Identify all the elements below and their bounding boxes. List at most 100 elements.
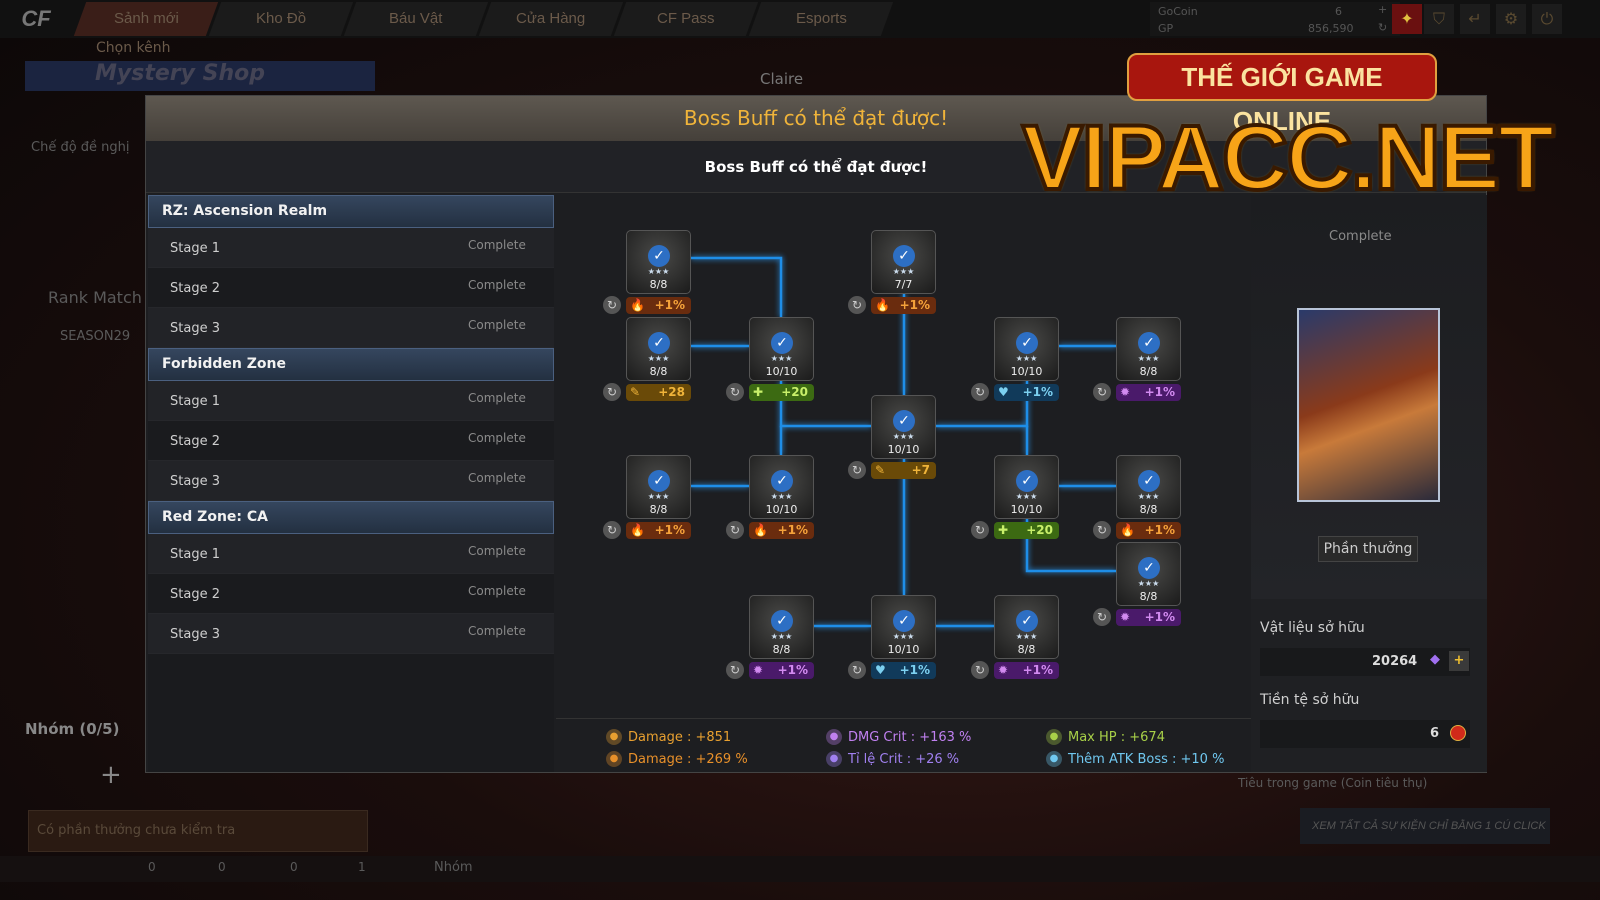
boss-node[interactable]: ✓★★★8/8 [626, 230, 691, 294]
vipacc-watermark: THẾ GIỚI GAME ONLINE VIPACC.NET [1020, 45, 1556, 220]
crit-rate-icon: ● [826, 751, 842, 767]
buff-value: +1% [1144, 523, 1175, 537]
reroll-icon[interactable]: ↻ [603, 521, 621, 539]
boss-node[interactable]: ✓★★★8/8 [749, 595, 814, 659]
reroll-icon[interactable]: ↻ [1093, 383, 1111, 401]
chat-count: 0 [290, 860, 298, 874]
boss-node[interactable]: ✓★★★8/8 [626, 317, 691, 381]
fire-icon: ● [606, 751, 622, 767]
refresh-gp-icon[interactable]: ↻ [1378, 21, 1388, 34]
nav-tab-1[interactable]: Kho Đồ [208, 2, 354, 36]
reroll-icon[interactable]: ↻ [603, 383, 621, 401]
boss-node[interactable]: ✓★★★10/10 [749, 317, 814, 381]
reroll-icon[interactable]: ↻ [1093, 608, 1111, 626]
stage-name: Stage 3 [170, 627, 220, 642]
check-icon: ✓ [648, 470, 670, 492]
node-progress: 8/8 [772, 643, 791, 656]
reward-character-card[interactable] [1297, 308, 1440, 502]
rank-emblem-icon[interactable]: ✦ [1392, 4, 1422, 34]
recommended-mode[interactable]: Chế độ đề nghị [31, 140, 130, 155]
reroll-icon[interactable]: ↻ [848, 296, 866, 314]
add-gocoin-icon[interactable]: + [1378, 3, 1388, 16]
star-rating: ★★★ [892, 432, 915, 441]
fire-icon: 🔥 [753, 523, 768, 537]
boss-node[interactable]: ✓★★★10/10 [871, 595, 936, 659]
hp-icon: ✚ [998, 523, 1009, 537]
star-rating: ★★★ [1015, 354, 1038, 363]
settings-gear-icon[interactable]: ⚙ [1496, 4, 1526, 34]
boss-node[interactable]: ✓★★★10/10 [994, 317, 1059, 381]
add-material-button[interactable]: + [1449, 651, 1469, 671]
boss-node[interactable]: ✓★★★7/7 [871, 230, 936, 294]
boss-node[interactable]: ✓★★★8/8 [994, 595, 1059, 659]
boss-node[interactable]: ✓★★★10/10 [749, 455, 814, 519]
stage-name: Stage 2 [170, 587, 220, 602]
coin-spend-label[interactable]: Tiêu trong game (Coin tiêu thụ) [1238, 776, 1428, 790]
reroll-icon[interactable]: ↻ [1093, 521, 1111, 539]
boss-node[interactable]: ✓★★★10/10 [994, 455, 1059, 519]
check-icon: ✓ [648, 245, 670, 267]
mystery-shop-banner[interactable]: Mystery Shop [25, 61, 375, 91]
nav-tab-2[interactable]: Báu Vật [343, 2, 489, 36]
buff-badge: ✹+1% [749, 662, 814, 679]
gun-icon: ✎ [875, 463, 886, 477]
reroll-icon[interactable]: ↻ [971, 383, 989, 401]
unclaimed-rewards-notice[interactable]: Có phần thưởng chưa kiểm tra [28, 810, 368, 852]
boss-node[interactable]: ✓★★★10/10 [871, 395, 936, 459]
node-progress: 7/7 [894, 278, 913, 291]
power-icon[interactable]: ⏻ [1532, 4, 1562, 34]
stat-line: ●Thêm ATK Boss : +10 % [1046, 751, 1224, 767]
boss-node[interactable]: ✓★★★8/8 [1116, 455, 1181, 519]
boss-node[interactable]: ✓★★★8/8 [1116, 542, 1181, 606]
reroll-icon[interactable]: ↻ [848, 461, 866, 479]
reroll-icon[interactable]: ↻ [726, 383, 744, 401]
zone-header[interactable]: RZ: Ascension Realm [148, 195, 554, 228]
buff-badge: ✚+20 [749, 384, 814, 401]
nav-tab-4[interactable]: CF Pass [613, 2, 759, 36]
reroll-icon[interactable]: ↻ [971, 661, 989, 679]
reroll-icon[interactable]: ↻ [603, 296, 621, 314]
boss-node[interactable]: ✓★★★8/8 [626, 455, 691, 519]
check-icon: ✓ [893, 410, 915, 432]
buff-value: +20 [781, 385, 808, 399]
crit-icon: ● [826, 729, 842, 745]
reroll-icon[interactable]: ↻ [726, 521, 744, 539]
return-icon[interactable]: ↵ [1460, 4, 1490, 34]
stat-text: Thêm ATK Boss : +10 % [1068, 751, 1225, 767]
reward-button[interactable]: Phần thưởng [1318, 536, 1418, 562]
clan-shield-icon[interactable]: ⛉ [1424, 4, 1454, 34]
boss-node[interactable]: ✓★★★8/8 [1116, 317, 1181, 381]
nav-tab-0[interactable]: Sảnh mới [73, 2, 219, 36]
star-rating: ★★★ [647, 492, 670, 501]
nav-tab-5[interactable]: Esports [748, 2, 894, 36]
party-button[interactable]: Nhóm [434, 860, 473, 875]
check-icon: ✓ [771, 470, 793, 492]
rank-match[interactable]: Rank Match [48, 288, 142, 307]
events-banner[interactable]: XEM TẤT CẢ SỰ KIỆN CHỈ BẰNG 1 CÚ CLICK [1300, 808, 1550, 844]
zone-header[interactable]: Forbidden Zone [148, 348, 554, 381]
zone-header[interactable]: Red Zone: CA [148, 501, 554, 534]
channel-select[interactable]: Chọn kênh [96, 40, 171, 56]
boss-icon: ♥ [998, 385, 1009, 399]
buff-value: +20 [1026, 523, 1053, 537]
stat-text: Damage : +269 % [628, 751, 748, 767]
reroll-icon[interactable]: ↻ [848, 661, 866, 679]
add-member-icon[interactable]: + [100, 760, 122, 790]
reroll-icon[interactable]: ↻ [971, 521, 989, 539]
nav-tab-3[interactable]: Cửa Hàng [478, 2, 624, 36]
reroll-icon[interactable]: ↻ [726, 661, 744, 679]
buff-value: +28 [658, 385, 685, 399]
crit-icon: ✹ [753, 663, 764, 677]
gocoin-value: 6 [1335, 5, 1342, 18]
player-name: Claire [760, 70, 804, 88]
